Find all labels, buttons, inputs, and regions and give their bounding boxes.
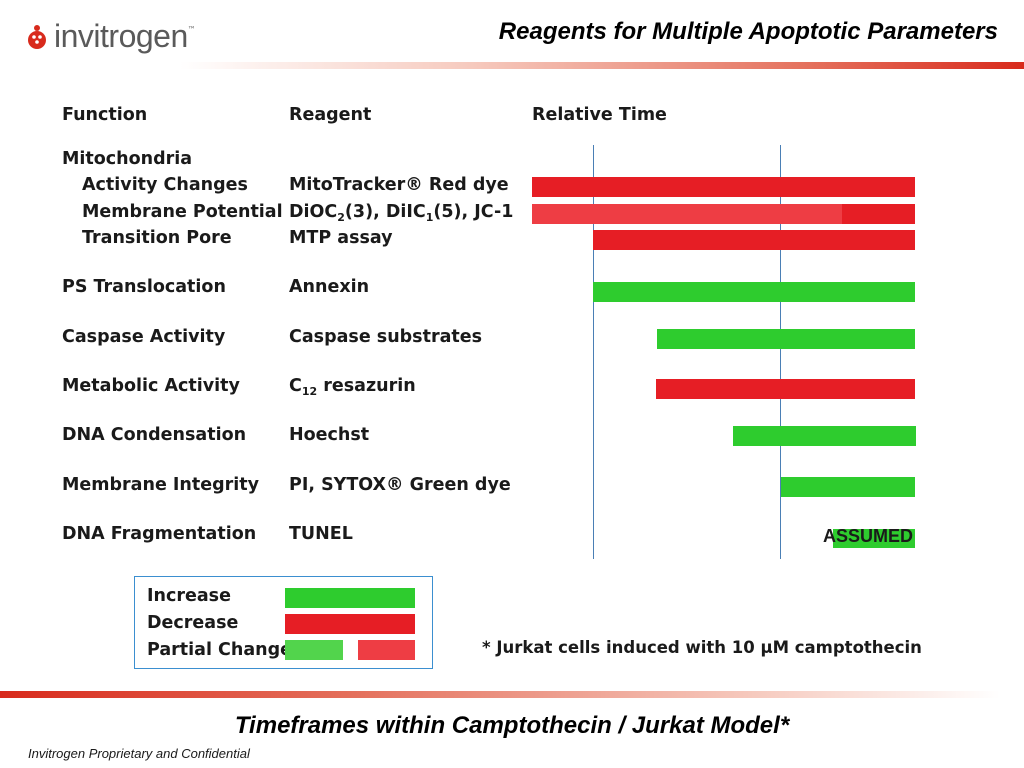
legend-increase-label: Increase [147,586,231,606]
legend-partial-red-swatch [358,640,415,660]
bar-ps-translocation [593,282,915,302]
reagent-hoechst: Hoechst [289,425,370,445]
logo-wordmark: invitrogen [54,18,188,54]
function-activity-changes: Activity Changes [82,175,248,195]
bar-activity-changes [532,177,915,197]
header-function: Function [62,105,148,125]
header-reagent: Reagent [289,105,372,125]
reagent-tunel: TUNEL [289,524,353,544]
function-dna-fragmentation: DNA Fragmentation [62,524,257,544]
function-transition-pore: Transition Pore [82,228,232,248]
legend-decrease-swatch [285,614,415,634]
bar-dna-condensation [733,426,916,446]
reagent-c12-resazurin: C12 resazurin [289,376,416,398]
reagent-pi-sytox: PI, SYTOX® Green dye [289,475,511,495]
slide-caption: Timeframes within Camptothecin / Jurkat … [234,712,790,739]
function-mitochondria: Mitochondria [62,149,193,169]
bar-membrane-potential-partial [532,204,842,224]
legend-decrease-label: Decrease [147,613,239,633]
legend [134,576,433,669]
reagent-membrane-potential-dyes: DiOC2(3), DiIC1(5), JC-1 [289,202,514,224]
slide-title: Reagents for Multiple Apoptotic Paramete… [498,18,998,45]
legend-partial-green-swatch [285,640,343,660]
reagent-mitotracker: MitoTracker® Red dye [289,175,509,195]
invitrogen-logo-icon [28,24,46,49]
bar-dna-fragmentation [833,529,915,548]
function-membrane-potential: Membrane Potential [82,202,283,222]
function-metabolic-activity: Metabolic Activity [62,376,240,396]
bar-metabolic-activity [656,379,915,399]
bar-membrane-potential-decrease [842,204,915,224]
bar-caspase-activity [657,329,915,349]
footnote: * Jurkat cells induced with 10 μM campto… [482,638,922,657]
function-ps-translocation: PS Translocation [62,277,226,297]
legend-partial-label: Partial Change [147,640,293,660]
confidential-notice: Invitrogen Proprietary and Confidential [28,746,250,761]
bar-transition-pore [593,230,915,250]
function-membrane-integrity: Membrane Integrity [62,475,260,495]
time-marker-line-2 [780,145,781,559]
reagent-mtp-assay: MTP assay [289,228,393,248]
top-divider [180,62,1024,69]
invitrogen-logo: invitrogen ™ [26,18,196,55]
reagent-annexin: Annexin [289,277,370,297]
reagent-caspase-substrates: Caspase substrates [289,327,483,347]
header-relative-time: Relative Time [532,105,667,125]
legend-increase-swatch [285,588,415,608]
bottom-divider [0,691,1000,698]
logo-trademark: ™ [187,25,196,34]
assumed-label: ASSUMED [823,526,914,546]
function-caspase-activity: Caspase Activity [62,327,226,347]
function-dna-condensation: DNA Condensation [62,425,247,445]
time-marker-line-1 [593,145,594,559]
bar-membrane-integrity [781,477,915,497]
